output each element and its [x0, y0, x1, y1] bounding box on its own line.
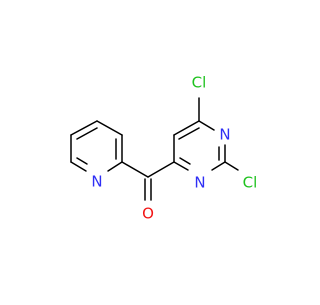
bond-c2-cl [224, 161, 239, 171]
bond-c6-n1 [198, 120, 215, 131]
double-bond-py-c4-c5 [76, 127, 98, 140]
atom-labels: Cl N Cl N N O [91, 74, 257, 223]
bond-carbonyl-pyridine [121, 161, 149, 178]
chlorine-top-label: Cl [192, 74, 207, 92]
bond-layer [70, 97, 239, 201]
carbonyl-o-label: O [142, 205, 154, 223]
bond-py-c3-c4 [96, 120, 123, 136]
bond-py-n-c2 [107, 161, 123, 172]
chlorine-bottom-label: Cl [243, 174, 258, 192]
structure-diagram: Cl N Cl N N O [70, 74, 257, 223]
pyridine-n-label: N [91, 173, 102, 191]
double-bond-py-c6-n [76, 157, 88, 165]
double-bond-c5-c6 [178, 127, 200, 140]
bond-c4-carbonyl [147, 161, 175, 178]
bond-c2-n3 [211, 161, 226, 171]
bond-py-c4-c5 [70, 120, 98, 136]
pyrimidine-n3-label: N [194, 174, 205, 192]
bond-py-c6-n [70, 161, 87, 172]
bond-c4-n3 [173, 161, 189, 171]
pyrimidine-n1-label: N [219, 126, 230, 144]
double-bond-c4-n3 [179, 157, 191, 165]
molecule-canvas: Cl N Cl N N O [70, 74, 257, 223]
bond-c5-c6 [173, 120, 200, 136]
